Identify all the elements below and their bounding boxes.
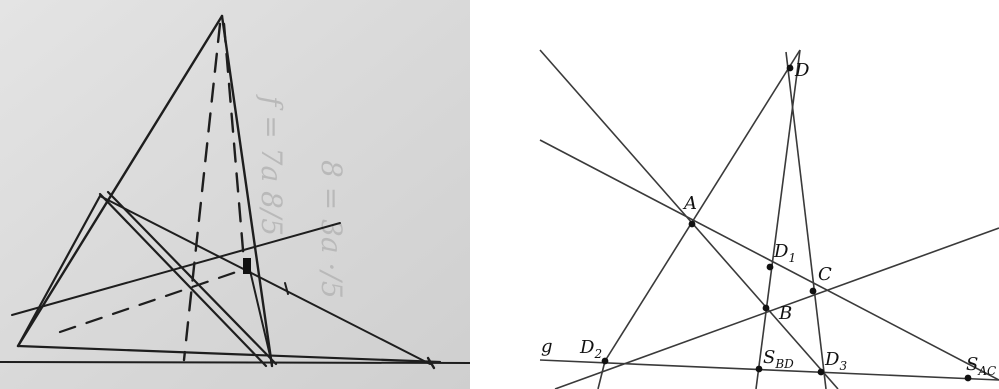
sketch-edge-apex-left [16, 14, 224, 348]
sketch-line-a-right [99, 195, 431, 365]
sketch-dashed-apex-1 [182, 22, 222, 362]
line-through-a-from-top-left [539, 49, 839, 389]
sketch-line-g [11, 222, 341, 316]
geometry-figure: D A D1 C B D2 SBD D3 SAC g [539, 49, 999, 389]
point-c [809, 287, 817, 295]
line-through-a-and-c [539, 139, 999, 381]
label-c: C [818, 264, 832, 285]
paper-background [0, 0, 470, 389]
label-d2: D2 [579, 337, 602, 361]
sketch-tick-mark [284, 282, 289, 295]
sketch-point-c-mark [243, 258, 251, 274]
sketch-dashed-base [58, 266, 250, 334]
line-d-d3 [785, 51, 827, 389]
label-d: D [794, 60, 810, 81]
point-d1 [766, 263, 774, 271]
point-b [762, 304, 770, 312]
label-s-ac: SAC [966, 354, 996, 378]
faint-note-1: f = 7a 8/5 [255, 94, 288, 236]
sketch-bottom-line [0, 361, 470, 364]
sketch-line-c-base [247, 261, 273, 365]
hand-sketch-photo: f = 7a 8/5 8 = 3a ·/5 [0, 0, 470, 389]
point-s-bd [755, 365, 763, 373]
label-line-g: g [541, 336, 553, 357]
line-d-a-d2 [604, 49, 801, 362]
sketch-edge-apex-base [220, 14, 274, 368]
faint-notes: f = 7a 8/5 [255, 94, 288, 236]
label-d1: D1 [773, 241, 796, 265]
sketch-base-line [16, 344, 442, 364]
label-d3: D3 [824, 349, 847, 373]
line-g [539, 359, 999, 381]
sketch-dashed-apex-2 [222, 22, 246, 264]
sketch-double-line-1 [98, 192, 268, 368]
label-s-bd: SBD [763, 347, 794, 371]
point-d2 [601, 357, 609, 365]
sketch-end-mark [426, 356, 436, 370]
point-d [786, 64, 794, 72]
label-a: A [682, 193, 697, 214]
sketch-edge-left-a [16, 194, 102, 348]
line-through-b-and-c [554, 227, 999, 389]
point-d3 [817, 368, 825, 376]
point-s-ac [964, 374, 972, 382]
point-a [688, 220, 696, 228]
line-d2-extension [597, 360, 606, 389]
label-b: B [778, 303, 792, 324]
